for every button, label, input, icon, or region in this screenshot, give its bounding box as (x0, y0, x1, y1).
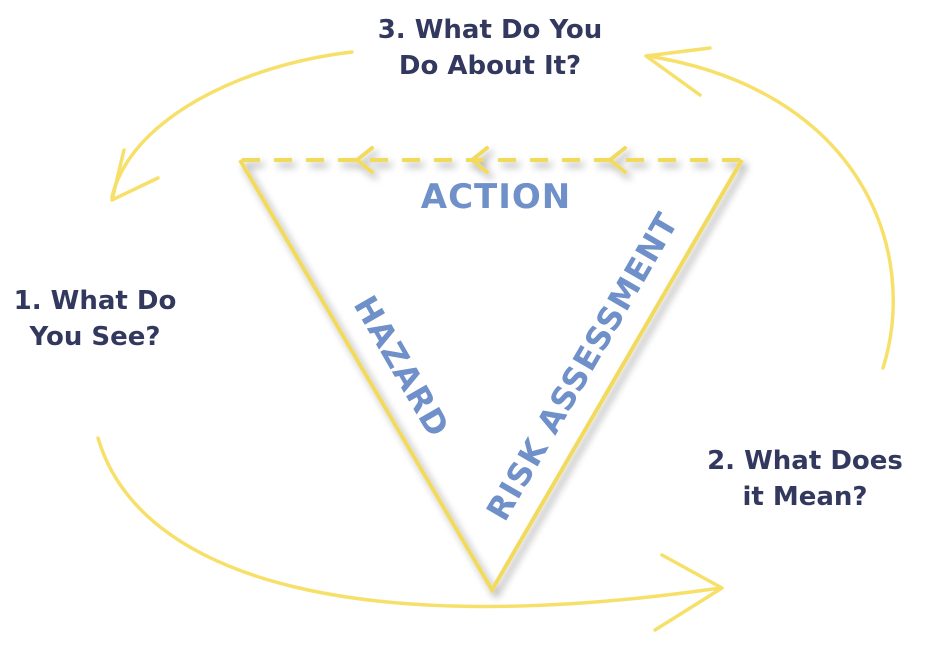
step-see-line2: You See? (29, 322, 161, 352)
triangle-sides (238, 158, 744, 594)
arc-mean-to-act (646, 54, 895, 370)
step-see-line1: 1. What Do (13, 286, 177, 316)
arc-act-to-see (110, 50, 354, 199)
step-act-label: 3. What Do You Do About It? (350, 12, 630, 84)
arrowhead-see-to-mean-icon (653, 553, 724, 632)
triangle-label-action: ACTION (421, 177, 571, 217)
step-mean-line2: it Mean? (742, 482, 868, 512)
triangle-label-risk-assessment: RISK ASSESSMENT (479, 206, 686, 527)
step-mean-label: 2. What Does it Mean? (700, 443, 910, 515)
triangle-group (238, 146, 744, 594)
step-act-line2: Do About It? (398, 51, 582, 81)
step-act-line1: 3. What Do You (377, 15, 603, 45)
arrowhead-mean-to-act-icon (644, 46, 712, 97)
dashed-arrow-1-icon (608, 146, 627, 174)
step-mean-line1: 2. What Does (707, 446, 903, 476)
arc-see-to-mean (96, 436, 722, 609)
dashed-arrow-3-icon (355, 146, 374, 174)
arrowhead-act-to-see-icon (110, 148, 160, 202)
step-see-label: 1. What Do You See? (0, 283, 190, 355)
dashed-arrow-2-icon (470, 146, 489, 174)
